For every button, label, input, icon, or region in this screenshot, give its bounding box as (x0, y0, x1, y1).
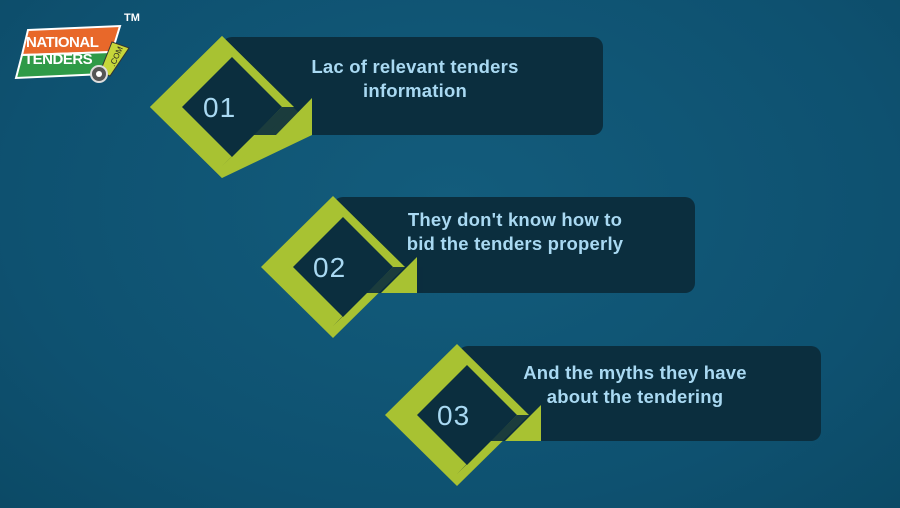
step-text: And the myths they have about the tender… (480, 361, 790, 409)
national-tenders-logo: NATIONAL TENDERS .COM (14, 22, 134, 92)
trademark: TM (124, 12, 140, 24)
step-text-line2: information (363, 80, 467, 101)
logo-line1: NATIONAL (26, 34, 99, 51)
step-text-line2: bid the tenders properly (406, 233, 624, 254)
step-number: 01 (203, 92, 237, 123)
step-number: 03 (437, 400, 471, 431)
step-text: Lac of relevant tenders information (260, 55, 570, 103)
logo-line2: TENDERS (24, 51, 93, 68)
step-text: They don't know how to bid the tenders p… (360, 208, 670, 256)
step-text-line2: about the tendering (546, 386, 724, 407)
step-number: 02 (313, 252, 347, 283)
step-text-line1: And the myths they have (523, 362, 747, 383)
step-text-line1: Lac of relevant tenders (311, 56, 519, 77)
step-text-line1: They don't know how to (407, 209, 623, 230)
